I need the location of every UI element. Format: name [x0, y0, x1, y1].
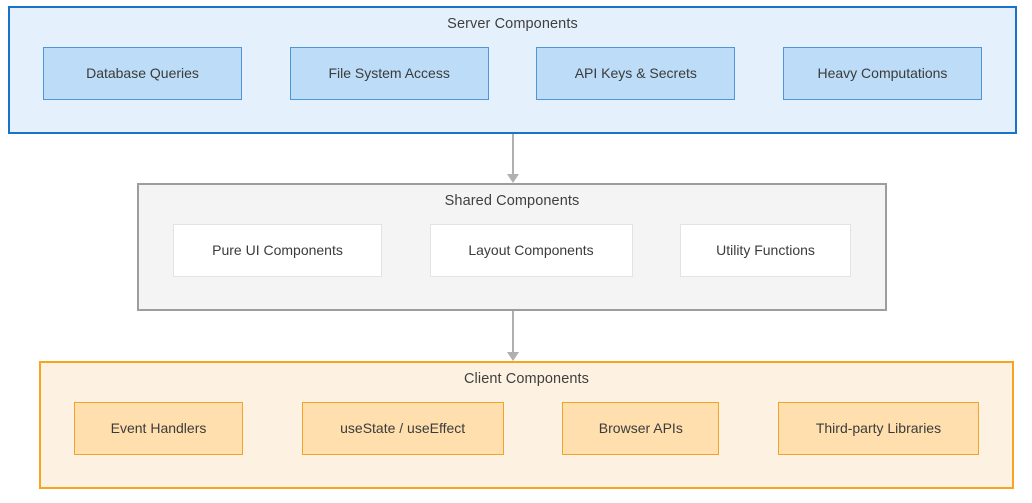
node-browser-apis[interactable]: Browser APIs	[562, 402, 720, 455]
node-event-handlers[interactable]: Event Handlers	[74, 402, 243, 455]
group-server-components: Server Components Database Queries File …	[8, 6, 1017, 134]
node-file-system-access[interactable]: File System Access	[289, 47, 489, 100]
node-database-queries[interactable]: Database Queries	[43, 47, 242, 100]
node-api-keys-and-secrets[interactable]: API Keys & Secrets	[536, 47, 736, 100]
node-heavy-computations[interactable]: Heavy Computations	[782, 47, 982, 100]
node-pure-ui-components[interactable]: Pure UI Components	[173, 224, 382, 277]
server-nodes-row: Database Queries File System Access API …	[10, 47, 1015, 100]
group-title-shared-components: Shared Components	[444, 193, 580, 209]
arrow-head	[507, 352, 519, 361]
shared-nodes-row: Pure UI Components Layout Components Uti…	[139, 224, 885, 277]
group-title-server-components: Server Components	[447, 16, 578, 32]
node-usestate-useeffect[interactable]: useState / useEffect	[301, 402, 504, 455]
arrow-head	[507, 174, 519, 183]
node-utility-functions[interactable]: Utility Functions	[680, 224, 851, 277]
node-layout-components[interactable]: Layout Components	[429, 224, 633, 277]
group-title-client-components: Client Components	[463, 371, 589, 387]
node-third-party-libraries[interactable]: Third-party Libraries	[777, 402, 979, 455]
client-nodes-row: Event Handlers useState / useEffect Brow…	[41, 402, 1012, 455]
group-shared-components: Shared Components Pure UI Components Lay…	[137, 183, 887, 311]
arrow-shaft	[512, 311, 514, 352]
group-client-components: Client Components Event Handlers useStat…	[39, 361, 1014, 489]
arrow-shared-to-client-icon	[505, 311, 521, 361]
arrow-server-to-shared-icon	[505, 134, 521, 183]
arrow-shaft	[512, 134, 514, 174]
